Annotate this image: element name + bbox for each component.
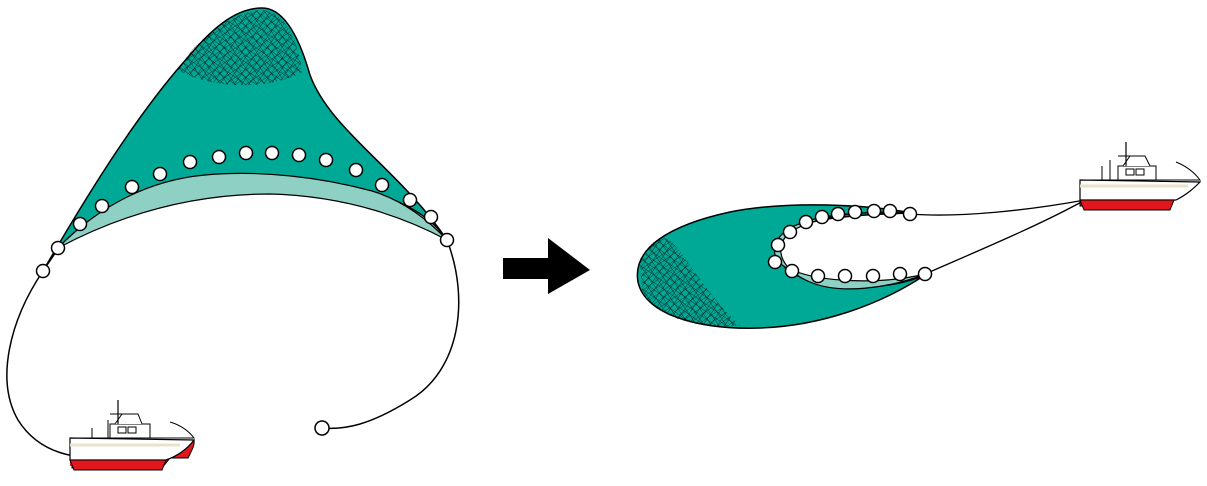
float-icon	[425, 211, 438, 224]
stage-1-net-set	[7, 8, 459, 457]
purse-line	[322, 240, 459, 428]
tow-line-upper	[910, 200, 1085, 215]
float-icon	[37, 265, 50, 278]
float-icon	[441, 234, 454, 247]
float-icon	[404, 194, 417, 207]
end-float	[315, 421, 329, 435]
float-icon	[816, 211, 829, 224]
fishing-boat-icon	[1080, 142, 1200, 210]
float-icon	[240, 147, 253, 160]
float-icon	[184, 156, 197, 169]
float-icon	[832, 208, 845, 221]
float-icon	[293, 149, 306, 162]
float-icon	[800, 216, 813, 229]
float-icon	[867, 270, 880, 283]
float-icon	[769, 256, 782, 269]
float-icon	[868, 205, 881, 218]
float-icon	[376, 179, 389, 192]
float-icon	[74, 218, 87, 231]
float-icon	[52, 242, 65, 255]
float-icon	[96, 200, 109, 213]
float-icon	[320, 154, 333, 167]
float-icon	[266, 147, 279, 160]
float-icon	[812, 270, 825, 283]
float-icon	[904, 208, 917, 221]
arrow-right-icon	[503, 238, 590, 294]
float-icon	[786, 265, 799, 278]
float-icon	[919, 268, 932, 281]
float-icon	[154, 168, 167, 181]
fishing-boat-icon	[70, 400, 194, 470]
float-icon	[126, 181, 139, 194]
float-icon	[784, 226, 797, 239]
stage-2-net-hauled	[637, 200, 1085, 328]
float-icon	[350, 164, 363, 177]
lead-line	[7, 271, 100, 457]
float-icon	[772, 239, 785, 252]
float-icon	[884, 205, 897, 218]
float-icon	[839, 270, 852, 283]
float-icon	[894, 268, 907, 281]
float-icon	[849, 206, 862, 219]
float-icon	[213, 151, 226, 164]
